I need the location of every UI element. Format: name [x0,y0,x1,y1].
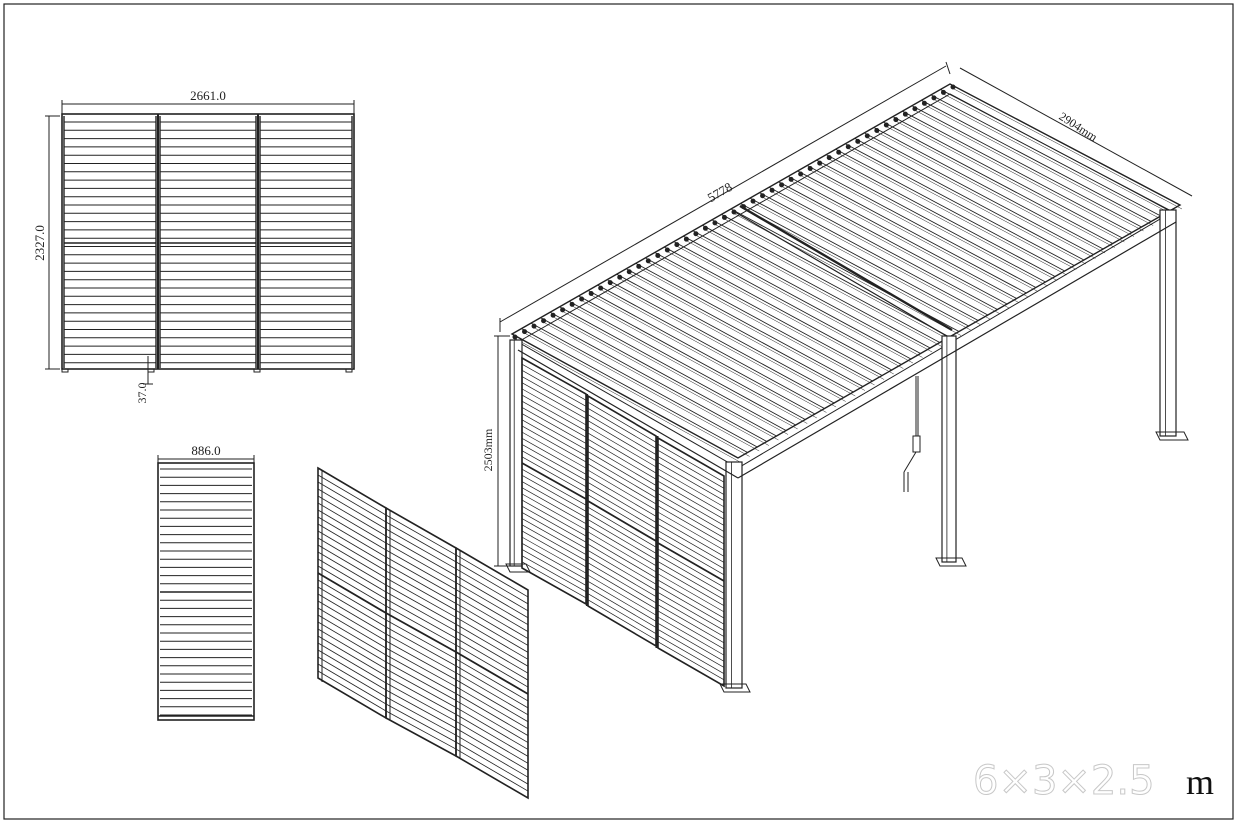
sheet-border [3,3,1234,820]
front-width-dimension: 2661.0 [190,88,226,103]
front-view-louver-wall: 2661.0 2327.0 37.0 [32,88,355,404]
single-louver-panel: 886.0 [157,443,255,721]
product-size-unit: m [1186,762,1214,802]
isometric-louver-wall [317,466,529,800]
pergola-isometric-view [494,61,1193,693]
front-gap-dimension: 37.0 [135,383,149,404]
product-size-label: 6×3×2.5 [973,758,1155,804]
pergola-length-dimension: 5778 [705,179,735,205]
pergola-height-dimension: 2503mm [481,428,495,471]
panel-width-dimension: 886.0 [191,443,220,458]
front-height-dimension: 2327.0 [32,225,47,261]
pergola-width-dimension: 2904mm [1056,109,1100,144]
